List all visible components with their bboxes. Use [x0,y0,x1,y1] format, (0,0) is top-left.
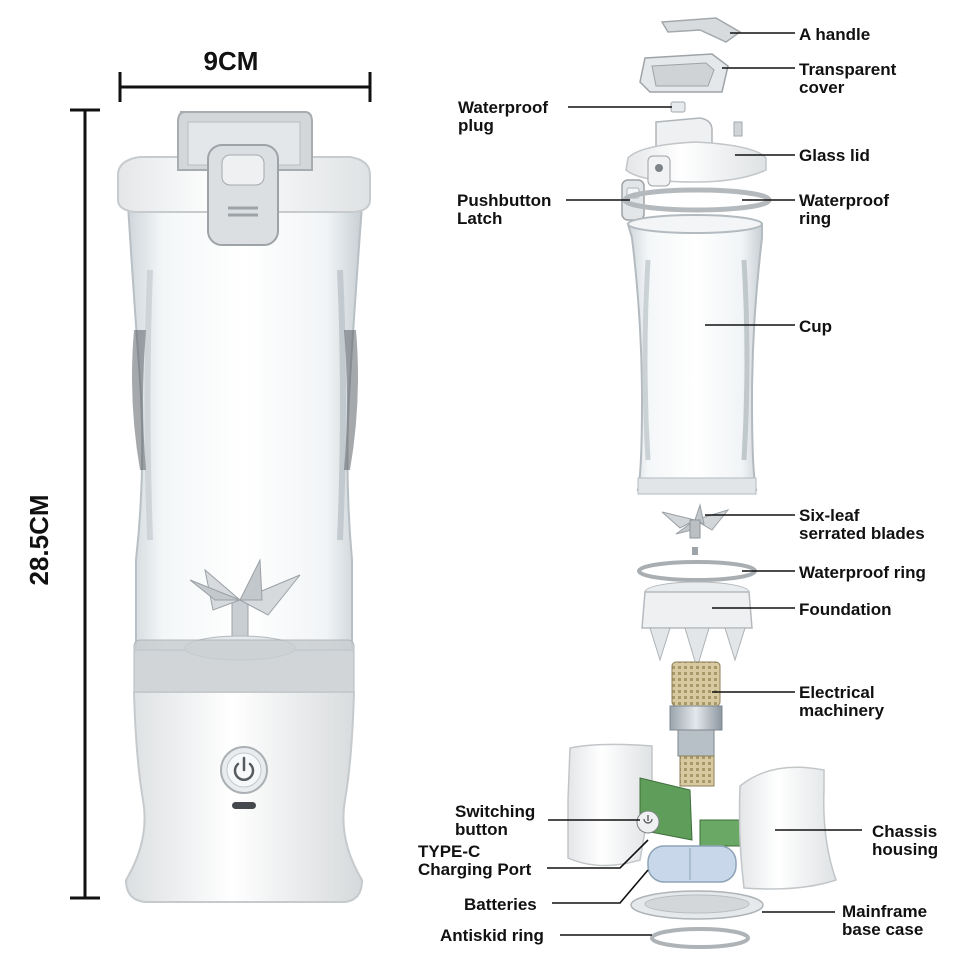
label-batteries: Batteries [464,895,537,914]
label-charging-port-2: Charging Port [418,860,532,879]
label-antiskid-ring: Antiskid ring [440,926,544,945]
label-waterproof-plug-1: Waterproof [458,98,548,117]
label-charging-port-1: TYPE-C [418,842,480,861]
cup-base-band [133,639,355,696]
transparent-cover-part [639,53,729,93]
label-waterproof-ring-top-1: Waterproof [799,191,889,210]
label-electrical-machinery-2: machinery [799,701,885,720]
batteries-part [647,845,737,883]
pcb-board [636,777,746,847]
label-chassis-housing-2: housing [872,840,938,859]
label-switching-button-1: Switching [455,802,535,821]
blades-part [661,503,730,555]
label-switching-button-2: button [455,820,508,839]
labels: A handle Transparent cover Waterproof pl… [418,25,938,945]
label-mainframe-base-case-1: Mainframe [842,902,927,921]
label-blades-1: Six-leaf [799,506,860,525]
usb-c-port [232,802,256,809]
mainframe-base-case-part [630,890,764,920]
blender-lid [117,111,371,246]
label-electrical-machinery-1: Electrical [799,683,875,702]
label-pushbutton-latch-2: Latch [457,209,502,228]
waterproof-plug-part [670,101,686,113]
antiskid-ring-part [650,927,750,949]
label-waterproof-ring-top-2: ring [799,209,831,228]
handle-part [660,17,742,43]
glass-lid-part [625,117,767,187]
label-blades-2: serrated blades [799,524,925,543]
leader-lines [547,32,862,936]
exploded-view [567,17,837,949]
power-button[interactable] [220,746,268,794]
label-pushbutton-latch-1: Pushbutton [457,191,551,210]
label-cup: Cup [799,317,832,336]
width-dimension: 9CM [118,46,372,102]
foundation-part [641,581,753,670]
chassis-left-half [567,743,653,867]
power-icon [233,756,255,781]
label-waterproof-ring: Waterproof ring [799,563,926,582]
height-dimension: 28.5CM [24,108,100,900]
assembled-blender: 9CM 28.5CM [24,46,372,903]
cup-part [626,214,763,495]
label-mainframe-base-case-2: base case [842,920,923,939]
blender-cup [126,204,364,651]
width-label: 9CM [204,46,259,76]
waterproof-ring-part [637,560,757,582]
label-transparent-cover-2: cover [799,78,845,97]
chassis-right-half [738,766,837,890]
label-foundation: Foundation [799,600,892,619]
label-chassis-housing-1: Chassis [872,822,937,841]
label-glass-lid: Glass lid [799,146,870,165]
height-label: 28.5CM [24,494,54,585]
label-a-handle: A handle [799,25,870,44]
label-waterproof-plug-2: plug [458,116,494,135]
blender-base [124,691,364,903]
electrical-machinery-part [669,661,723,787]
label-transparent-cover-1: Transparent [799,60,897,79]
